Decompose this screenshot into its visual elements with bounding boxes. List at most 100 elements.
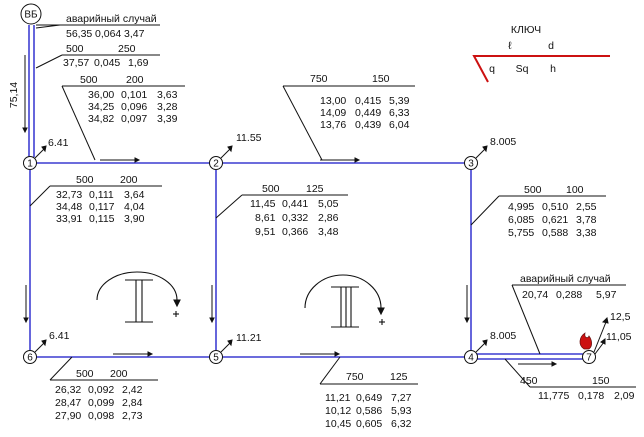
edge-1-2-v1: 0,101 [121, 89, 147, 101]
edge-2-5-v3: 0,366 [282, 226, 308, 238]
edge-2-5-h1: 5,05 [318, 198, 339, 210]
node-6: 6 [23, 350, 37, 364]
edge-2-5-v2: 0,332 [282, 212, 308, 224]
node-7-output-2: 11,05 [606, 331, 632, 343]
node-7: 7 [582, 350, 596, 364]
source-label: ВБ [24, 10, 38, 21]
node-1-label: 1 [27, 159, 33, 170]
emergency-right-q: 20,74 [522, 289, 548, 301]
edge-4-7-l: 450 [520, 375, 538, 387]
source-node: ВБ [20, 3, 42, 25]
riser-h: 1,69 [128, 57, 149, 69]
edge-5-4-q1: 11,21 [325, 392, 351, 404]
emergency-top-q: 56,35 [66, 28, 92, 40]
pipe-network [28, 25, 583, 360]
edge-1-6-v1: 0,111 [89, 189, 114, 201]
edge-2-3-v2: 0,449 [355, 107, 381, 119]
edge-2-3-l: 750 [310, 73, 328, 85]
edge-1-2-l: 500 [80, 74, 98, 86]
edge-2-3-v1: 0,415 [355, 95, 381, 107]
edge-1-6-q1: 32,73 [56, 189, 82, 201]
edge-5-4-v1: 0,649 [356, 392, 382, 404]
edge-2-3-q2: 14,09 [320, 107, 346, 119]
node-3: 3 [464, 156, 478, 170]
node-6-label: 6 [27, 353, 33, 364]
flow-arrowhead-riser [22, 127, 28, 134]
edge-5-4-h3: 6,32 [391, 418, 412, 430]
loop-1-arrowhead [173, 299, 181, 308]
node-4-label: 4 [468, 353, 474, 364]
riser-q: 37,57 [63, 57, 89, 69]
riser-label-block: 500 250 37,57 0,045 1,69 [35, 43, 160, 69]
edge-4-7-v: 0,178 [578, 390, 604, 402]
edge-1-6-h1: 3,64 [124, 189, 145, 201]
legend-q: q [489, 63, 495, 75]
node-5-demand: 11.21 [236, 332, 262, 344]
edge-1-2-label: 500 200 36,00 0,101 3,63 34,25 0,096 3,2… [61, 74, 185, 161]
node-5-label: 5 [213, 353, 219, 364]
demand-arrows [34, 145, 609, 355]
edge-6-5-q2: 28,47 [55, 397, 81, 409]
emergency-top-block: аварийный случай 56,35 0,064 3,47 [35, 13, 160, 40]
flow-arrowhead-4-7 [551, 361, 558, 367]
fire-icon [579, 332, 592, 350]
edge-2-5-q3: 9,51 [255, 226, 276, 238]
edge-1-2-q3: 34,82 [88, 113, 114, 125]
legend-key: КЛЮЧ ℓ d q Sq h [472, 24, 610, 83]
emergency-top-title: аварийный случай [66, 13, 157, 25]
loop-2-arrowhead [377, 307, 385, 316]
edge-3-4-d: 100 [566, 184, 584, 196]
edge-5-4-q3: 10,45 [325, 418, 351, 430]
edge-2-3-h1: 5,39 [389, 95, 410, 107]
edge-1-6-v3: 0,115 [89, 213, 115, 225]
edge-4-7-label: 450 150 11,775 0,178 2,09 [504, 358, 636, 402]
edge-5-4-label: 750 125 11,21 0,649 7,27 10,12 0,586 5,9… [319, 356, 418, 430]
emergency-top-h: 3,47 [124, 28, 145, 40]
edge-5-4-v2: 0,586 [356, 405, 382, 417]
edge-5-4-v3: 0,605 [356, 418, 382, 430]
edge-1-2-h3: 3,39 [157, 113, 178, 125]
edge-2-5-h3: 3,48 [318, 226, 339, 238]
edge-3-4-h2: 3,78 [576, 214, 597, 226]
edge-3-4-v3: 0,588 [542, 227, 568, 239]
legend-d: d [548, 40, 554, 52]
node-2: 2 [209, 156, 223, 170]
edge-3-4-h1: 2,55 [576, 201, 597, 213]
edge-3-4-v2: 0,621 [542, 214, 568, 226]
edge-3-4-label: 500 100 4,995 0,510 2,55 6,085 0,621 3,7… [470, 184, 606, 239]
node-7-output-1: 12,5 [610, 311, 631, 323]
legend-red-line [472, 55, 610, 83]
riser-length-label: 75,14 [8, 82, 20, 108]
edge-1-6-q2: 34,48 [56, 201, 82, 213]
node-4-demand: 8.005 [490, 330, 516, 342]
edge-5-4-h2: 5,93 [391, 405, 412, 417]
edge-3-4-l: 500 [524, 184, 542, 196]
edge-4-7-d: 150 [592, 375, 610, 387]
edge-1-6-v2: 0,117 [89, 201, 115, 213]
loop-2-symbol [304, 274, 385, 328]
edge-2-3-q1: 13,00 [320, 95, 346, 107]
edge-3-4-q1: 4,995 [508, 201, 534, 213]
edge-2-5-q1: 11,45 [250, 198, 276, 210]
node-1-demand: 6.41 [48, 137, 69, 149]
edge-6-5-h2: 2,84 [122, 397, 143, 409]
edge-2-3-d: 150 [372, 73, 390, 85]
flow-arrows [22, 55, 558, 367]
edge-2-5-v1: 0,441 [282, 198, 308, 210]
edge-1-2-q1: 36,00 [88, 89, 114, 101]
riser-v: 0,045 [94, 57, 120, 69]
edge-2-3-q3: 13,76 [320, 119, 346, 131]
edge-2-3-v3: 0,439 [355, 119, 381, 131]
edge-2-3-h3: 6,04 [389, 119, 410, 131]
edge-1-2-q2: 34,25 [88, 101, 114, 113]
edge-1-2-v3: 0,097 [121, 113, 147, 125]
node-7-label: 7 [586, 353, 592, 364]
loop-2-arc [304, 274, 382, 309]
edge-2-5-d: 125 [306, 183, 324, 195]
node-5: 5 [209, 350, 223, 364]
edge-6-5-l: 500 [76, 368, 94, 380]
edge-2-5-label: 500 125 11,45 0,441 5,05 8,61 0,332 2,86… [215, 183, 348, 238]
edge-2-3-h2: 6,33 [389, 107, 410, 119]
